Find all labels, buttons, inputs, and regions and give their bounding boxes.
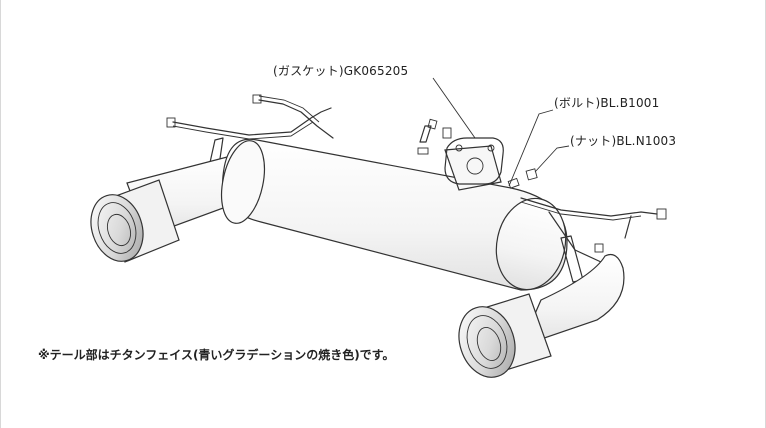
upper-hanger-rod — [258, 99, 334, 139]
gasket-leader-line — [432, 77, 476, 139]
right-rod-end — [656, 208, 667, 220]
right-tail-pipe — [519, 253, 625, 348]
right-tail-tip — [458, 293, 552, 378]
left-hanger-rod — [172, 107, 332, 136]
muffler-left-cap — [220, 140, 266, 224]
bolt-callout: (ボルト)BL.B1001 — [554, 96, 660, 110]
gasket-callout: (ガスケット)GK065205 — [273, 64, 409, 78]
bolt-washer — [442, 127, 452, 139]
gasket-flange — [444, 137, 504, 185]
right-hanger-rod — [520, 197, 658, 217]
bolt-leader-line — [508, 109, 554, 187]
inlet-pipe — [444, 145, 502, 191]
bolt-part — [417, 118, 438, 155]
left-rod-end — [166, 117, 176, 128]
tail-finish-note: ※テール部はチタンフェイス(青いグラデーションの焼き色)です。 — [38, 348, 395, 362]
nut-leader-line — [534, 145, 570, 173]
left-tail-tip — [90, 179, 180, 263]
nut-callout: (ナット)BL.N1003 — [570, 134, 677, 148]
